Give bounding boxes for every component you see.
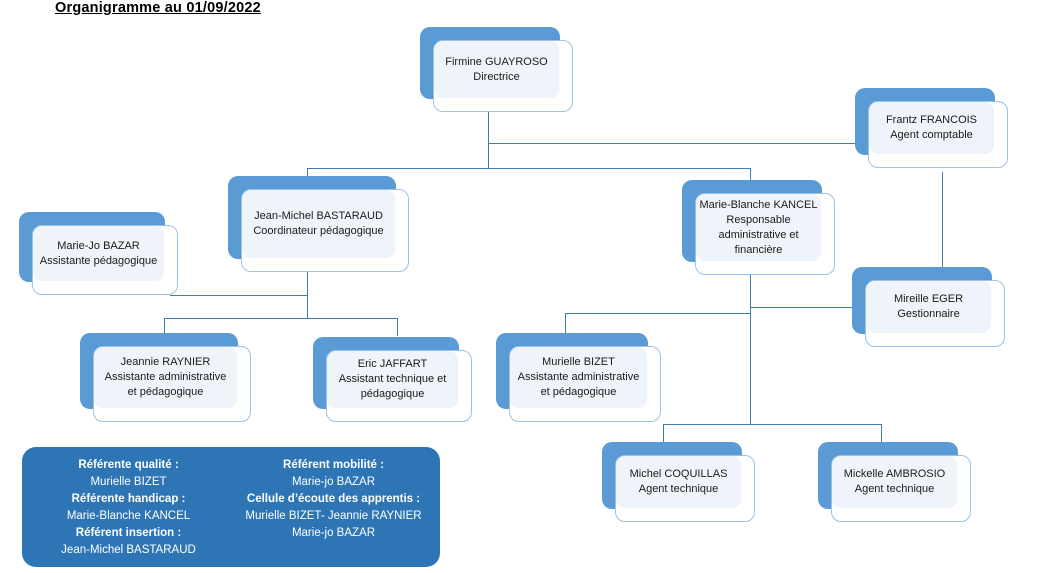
node-role: Agent technique — [854, 483, 935, 495]
connector-agent-comptable-trunk — [942, 172, 943, 267]
node-inner: Firmine GUAYROSO Directrice — [434, 41, 559, 98]
node-role: Directrice — [473, 70, 520, 83]
connector-responsable-to-bizet — [565, 313, 751, 314]
node-role: Coordinateur pédagogique — [253, 225, 384, 237]
node-card: Marie-Jo BAZAR Assistante pédagogique — [32, 225, 178, 295]
node-name: Michel COQUILLAS — [629, 468, 728, 480]
node-name: Marie-Jo BAZAR — [57, 239, 140, 252]
legend-left-column: Référente qualité : Murielle BIZET Référ… — [26, 457, 231, 559]
node-murielle-bizet[interactable]: Murielle BIZET Assistante administrative… — [496, 333, 661, 422]
node-name: Eric JAFFART — [357, 358, 428, 370]
legend-line: Référent insertion : — [75, 527, 182, 539]
node-card: Murielle BIZET Assistante administrative… — [509, 346, 661, 422]
node-role: Agent comptable — [890, 129, 973, 141]
node-role: Assistant technique et pédagogique — [338, 373, 447, 400]
legend-line: Murielle BIZET — [90, 476, 167, 488]
connector-responsable-trunk — [750, 272, 751, 424]
node-inner: Eric JAFFART Assistant technique et péda… — [327, 351, 458, 408]
node-agent-comptable[interactable]: Frantz FRANCOIS Agent comptable — [855, 88, 1008, 168]
node-name: Mickelle AMBROSIO — [843, 468, 946, 480]
node-card: Jeannie RAYNIER Assistante administrativ… — [93, 346, 251, 422]
node-role: Assistante administrative et pédagogique — [104, 371, 227, 398]
node-mickelle-ambrosio[interactable]: Mickelle AMBROSIO Agent technique — [818, 442, 971, 522]
node-assistante-pedagogique[interactable]: Marie-Jo BAZAR Assistante pédagogique — [19, 212, 178, 295]
node-gestionnaire[interactable]: Mireille EGER Gestionnaire — [852, 267, 1005, 347]
connector-coordinateur-branch-bar — [164, 318, 397, 319]
node-name: Jeannie RAYNIER — [120, 356, 211, 368]
node-inner: Mickelle AMBROSIO Agent technique — [832, 456, 957, 508]
legend-line: Marie-jo BAZAR — [291, 476, 376, 488]
node-card: Mickelle AMBROSIO Agent technique — [831, 455, 971, 522]
legend-line: Jean-Michel BASTARAUD — [61, 544, 196, 556]
connector-to-responsable — [750, 168, 751, 182]
connector-to-raynier — [164, 318, 165, 336]
node-role: Gestionnaire — [897, 308, 960, 320]
connector-to-bizet — [565, 313, 566, 336]
node-card: Michel COQUILLAS Agent technique — [615, 455, 755, 522]
node-coordinateur-pedagogique[interactable]: Jean-Michel BASTARAUD Coordinateur pédag… — [228, 176, 409, 272]
node-name: Mireille EGER — [893, 293, 964, 305]
node-name: Firmine GUAYROSO — [445, 55, 548, 68]
legend-panel: Référente qualité : Murielle BIZET Référ… — [22, 447, 440, 567]
legend-line: Référent mobilité : — [283, 459, 384, 471]
connector-directrice-to-agent-comptable — [488, 143, 870, 144]
node-name: Marie-Blanche KANCEL — [699, 198, 818, 211]
node-responsable-administrative-financiere[interactable]: Marie-Blanche KANCEL Responsable adminis… — [682, 180, 835, 275]
node-role: Assistante administrative et pédagogique — [517, 371, 640, 398]
connector-directrice-branch-bar — [307, 168, 750, 169]
legend-line: Référente qualité : — [78, 459, 179, 471]
connector-to-coquillas — [663, 424, 664, 442]
connector-directrice-trunk — [488, 112, 489, 169]
node-role: Agent technique — [638, 483, 719, 495]
legend-line: Cellule d’écoute des apprentis : — [246, 493, 421, 505]
node-directrice[interactable]: Firmine GUAYROSO Directrice — [420, 27, 573, 112]
node-name: Jean-Michel BASTARAUD — [254, 210, 383, 222]
node-card: Eric JAFFART Assistant technique et péda… — [326, 350, 472, 422]
connector-agents-branch-bar — [663, 424, 881, 425]
node-eric-jaffart[interactable]: Eric JAFFART Assistant technique et péda… — [313, 337, 472, 422]
node-jeannie-raynier[interactable]: Jeannie RAYNIER Assistante administrativ… — [80, 333, 251, 422]
node-inner: Jeannie RAYNIER Assistante administrativ… — [94, 347, 237, 408]
node-inner: Marie-Jo BAZAR Assistante pédagogique — [33, 226, 164, 281]
node-role: Assistante pédagogique — [39, 254, 158, 267]
node-card: Jean-Michel BASTARAUD Coordinateur pédag… — [241, 189, 409, 272]
node-inner: Marie-Blanche KANCEL Responsable adminis… — [696, 194, 821, 261]
node-inner: Mireille EGER Gestionnaire — [866, 281, 991, 333]
connector-to-ambrosio — [881, 424, 882, 442]
legend-right-column: Référent mobilité : Marie-jo BAZAR Cellu… — [231, 457, 436, 542]
node-card: Frantz FRANCOIS Agent comptable — [868, 101, 1008, 168]
node-inner: Jean-Michel BASTARAUD Coordinateur pédag… — [242, 190, 395, 258]
connector-responsable-to-gestionnaire — [750, 307, 866, 308]
legend-line: Référente handicap : — [71, 493, 186, 505]
node-michel-coquillas[interactable]: Michel COQUILLAS Agent technique — [602, 442, 755, 522]
node-name: Murielle BIZET — [542, 356, 615, 368]
legend-line: Marie-Blanche KANCEL — [66, 510, 191, 522]
legend-line: Murielle BIZET- Jeannie RAYNIER — [245, 510, 422, 522]
legend-line: Marie-jo BAZAR — [291, 527, 376, 539]
node-name: Frantz FRANCOIS — [885, 114, 978, 126]
connector-to-jaffart — [397, 318, 398, 336]
node-role: Responsable administrative et financière — [718, 213, 799, 256]
node-card: Marie-Blanche KANCEL Responsable adminis… — [695, 193, 835, 275]
node-inner: Frantz FRANCOIS Agent comptable — [869, 102, 994, 154]
node-inner: Murielle BIZET Assistante administrative… — [510, 347, 647, 408]
node-card: Firmine GUAYROSO Directrice — [433, 40, 573, 112]
page-title: Organigramme au 01/09/2022 — [55, 0, 261, 16]
connector-coordinateur-to-assistante-pedagogique — [170, 295, 308, 296]
node-card: Mireille EGER Gestionnaire — [865, 280, 1005, 347]
node-inner: Michel COQUILLAS Agent technique — [616, 456, 741, 508]
